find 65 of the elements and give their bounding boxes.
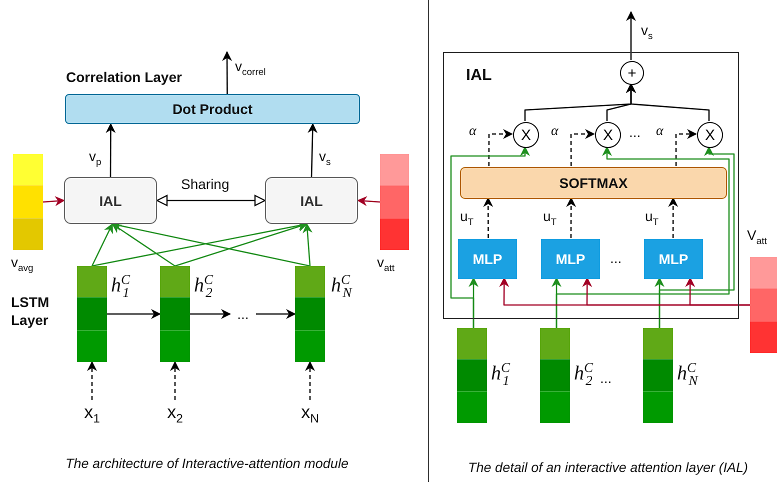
vector-label: V$_{att}$ [747, 227, 767, 247]
arrow [305, 361, 315, 400]
caption: The detail of an interactive attention layer (IAL) [467, 460, 749, 477]
arrow [675, 129, 697, 166]
vector-label: v$_{att}$ [377, 254, 395, 274]
process-box: MLP [644, 239, 703, 279]
vector-bar [540, 328, 570, 423]
arrow [112, 223, 176, 267]
arrow [256, 309, 296, 319]
arrow [106, 123, 116, 177]
arrow [626, 11, 636, 60]
arrow [450, 146, 530, 328]
operator-circle: X [513, 122, 539, 148]
arrow [91, 223, 113, 266]
process-box: IAL [64, 177, 157, 224]
edge-label: Sharing [180, 176, 230, 192]
module-frame [443, 52, 739, 319]
vector-bar [77, 266, 107, 362]
process-box: MLP [541, 239, 600, 279]
operator-circle: X [595, 122, 621, 148]
arrow [308, 123, 318, 178]
ellipsis: ... [600, 370, 613, 388]
input-label: x$_{2}$ [159, 400, 191, 428]
layer-heading: LSTM Layer [11, 294, 50, 329]
arrow [626, 83, 710, 121]
arrow [668, 197, 678, 238]
operator-circle: X [697, 122, 723, 148]
arrow [170, 361, 180, 400]
layer-box: Dot Product [65, 94, 360, 124]
vector-label: v$_{avg}$ [11, 254, 34, 274]
frame-title: IAL [466, 67, 492, 85]
vector-bar [457, 328, 487, 423]
vector-bar [380, 154, 409, 250]
arrow [87, 361, 97, 400]
vector-bar [643, 328, 673, 423]
arrow [174, 222, 308, 267]
arrow [107, 309, 161, 319]
vector-bar [13, 154, 43, 250]
arrow [488, 129, 513, 166]
vector-bar [750, 257, 777, 353]
arrow [556, 146, 730, 328]
ellipsis: ... [629, 124, 642, 142]
ellipsis: ... [610, 250, 623, 268]
input-label: x$_{N}$ [292, 400, 328, 428]
arrow [302, 223, 312, 266]
arrow [570, 129, 595, 166]
ellipsis: ... [230, 305, 256, 323]
arrow [222, 51, 232, 94]
arrow [190, 309, 231, 319]
caption: The architecture of Interactive-attention module [64, 456, 350, 473]
arrow [685, 277, 750, 306]
process-box: IAL [265, 177, 358, 224]
arrow [42, 196, 65, 206]
process-box: MLP [458, 239, 517, 279]
layer-heading: Correlation Layer [66, 69, 182, 85]
arrow [357, 196, 380, 206]
operator-circle: + [620, 61, 644, 85]
vector-bar [295, 266, 325, 362]
arrow [156, 194, 266, 206]
arrow [483, 197, 494, 238]
layer-box: SOFTMAX [460, 167, 727, 199]
vector-bar [160, 266, 190, 362]
arrow [566, 197, 576, 238]
arrow [658, 146, 735, 328]
input-label: x$_{1}$ [76, 400, 108, 428]
